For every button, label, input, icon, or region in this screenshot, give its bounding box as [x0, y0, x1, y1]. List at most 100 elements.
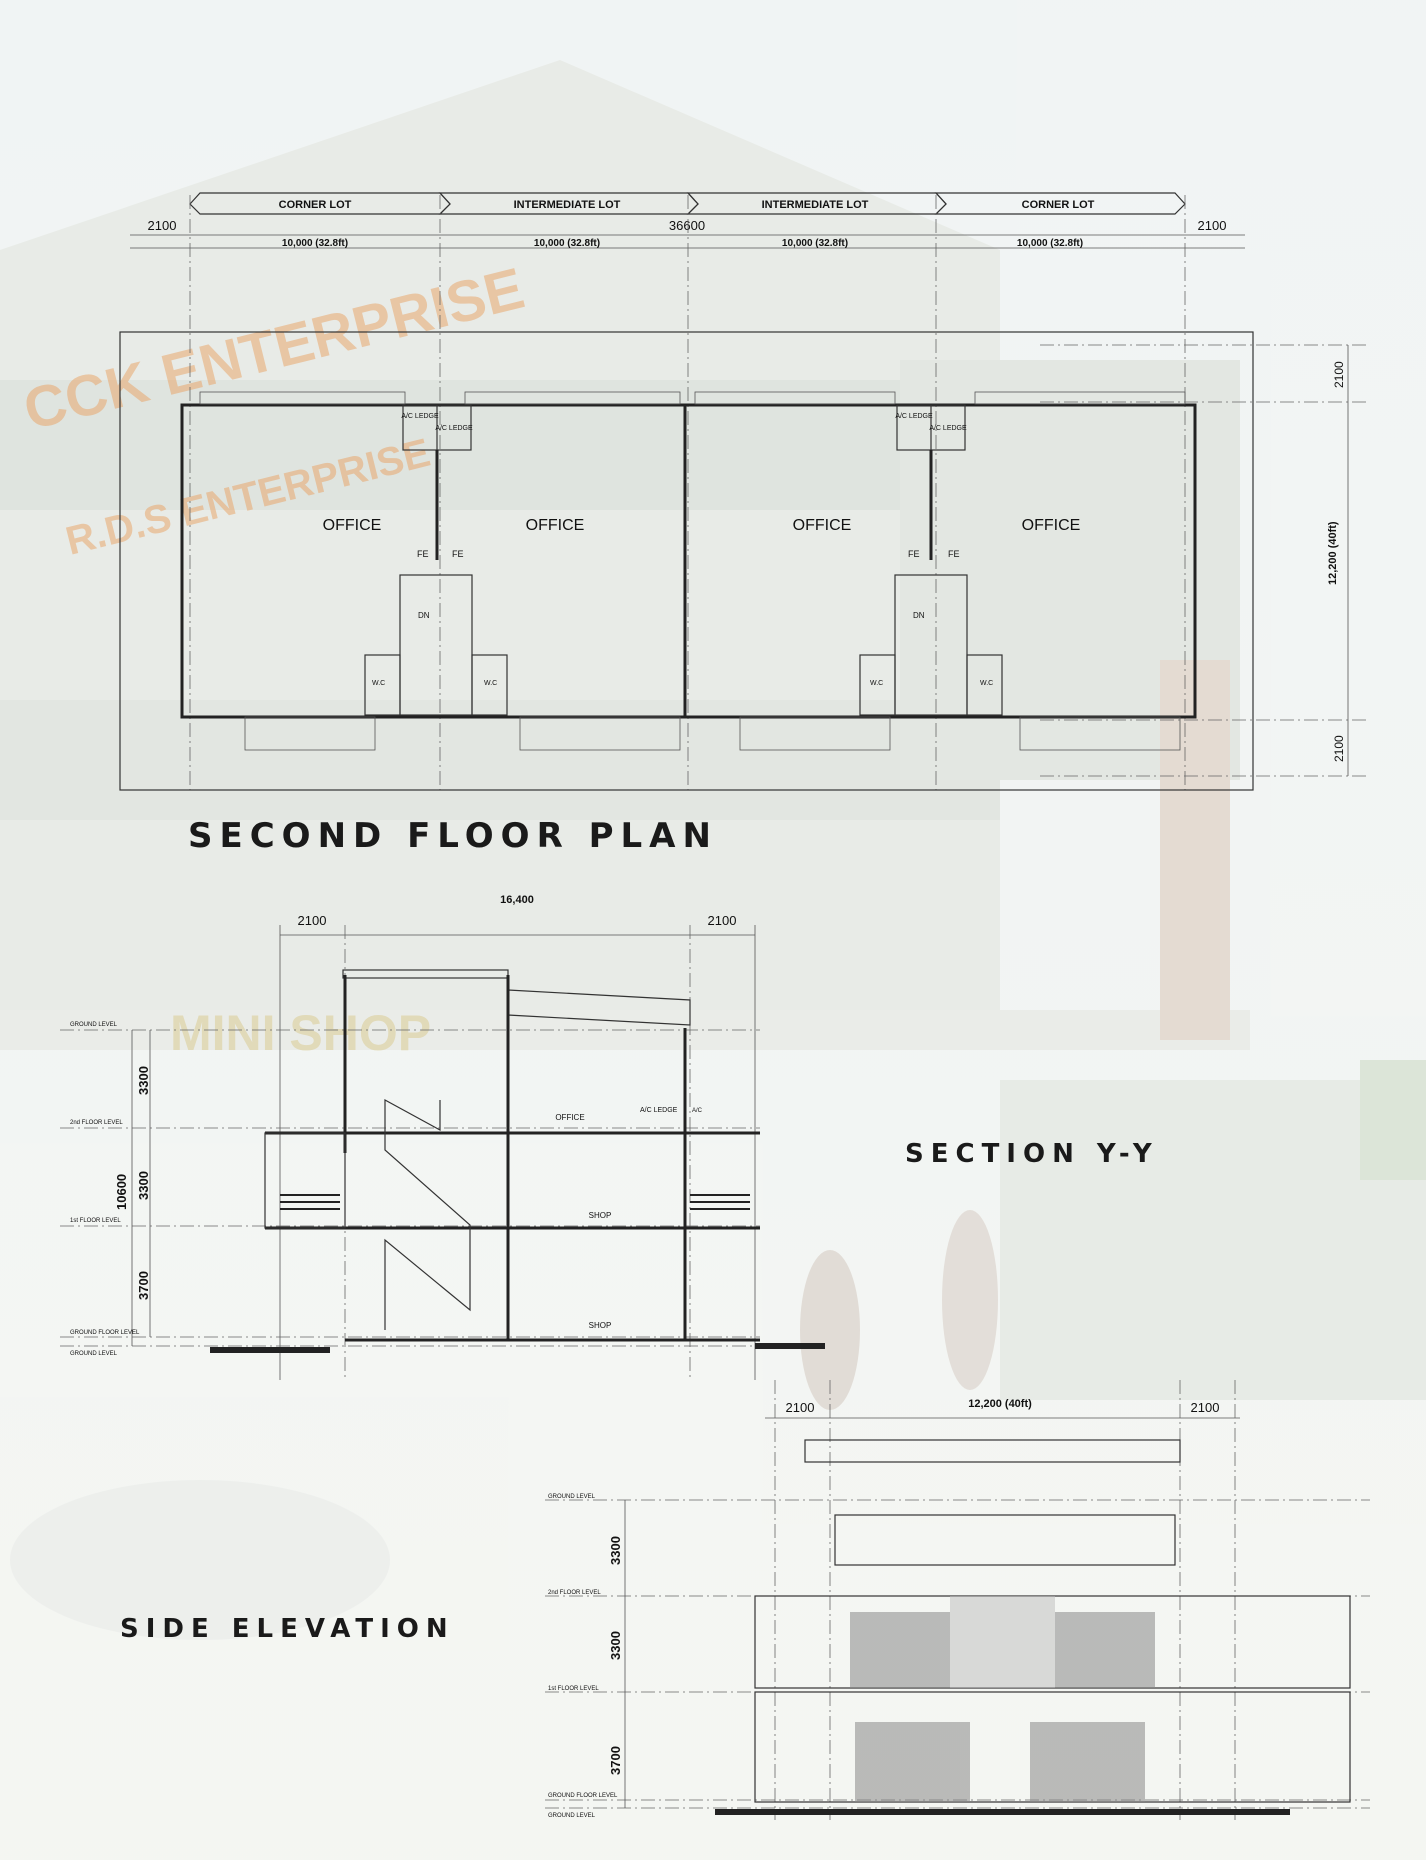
- drawing-label: 10600: [114, 1174, 129, 1210]
- drawing-label: 3700: [608, 1746, 623, 1775]
- drawing-label: OFFICE: [555, 1113, 584, 1122]
- drawing-label: GROUND LEVEL: [548, 1494, 596, 1500]
- drawing-label: A/C LEDGE: [435, 425, 473, 432]
- drawing-label: A/C LEDGE: [401, 413, 439, 420]
- drawing-label: 10,000 (32.8ft): [1017, 238, 1083, 249]
- drawing-label: 2100: [1191, 1400, 1220, 1415]
- drawing-line: [0, 380, 1000, 510]
- drawing-line: [694, 391, 896, 405]
- drawing-line: [950, 1596, 1055, 1688]
- drawing-label: 12,200 (40ft): [968, 1398, 1032, 1410]
- drawing-line: [800, 1250, 860, 1410]
- drawing-line: [894, 574, 968, 716]
- drawing-label: 2100: [786, 1400, 815, 1415]
- drawing-line: [384, 1098, 471, 1330]
- core-left: [364, 404, 508, 716]
- drawing-label: W.C: [484, 680, 497, 687]
- drawing-line: [1000, 1080, 1426, 1400]
- drawing-label: GROUND LEVEL: [70, 1022, 118, 1028]
- drawing-line: [210, 1194, 825, 1353]
- drawing-line: [855, 1722, 970, 1802]
- drawing-line: [804, 1439, 1181, 1463]
- drawing-line: [859, 654, 896, 716]
- drawing-label: FE: [948, 549, 960, 559]
- drawing-line: [1160, 660, 1230, 1040]
- lot-banner: CORNER LOT INTERMEDIATE LOT INTERMEDIATE…: [189, 192, 1186, 215]
- drawing-label: 10,000 (32.8ft): [782, 238, 848, 249]
- drawing-label: 10,000 (32.8ft): [534, 238, 600, 249]
- drawing-label: 3700: [136, 1271, 151, 1300]
- drawing-label: 10,000 (32.8ft): [282, 238, 348, 249]
- drawing-line: [471, 654, 508, 716]
- drawing-label: 2100: [148, 218, 177, 233]
- drawing-label: 2nd FLOOR LEVEL: [70, 1120, 123, 1126]
- drawing-label: 16,400: [500, 894, 534, 906]
- drawing-label: OFFICE: [526, 517, 585, 534]
- section-drawing: 16,400 2100 2100 GROUND LEVEL 2nd FLOOR …: [60, 894, 1159, 1380]
- core-right: [859, 404, 1003, 716]
- drawing-label: SHOP: [589, 1211, 612, 1220]
- drawing-label: GROUND LEVEL: [548, 1813, 596, 1819]
- drawing-label: INTERMEDIATE LOT: [514, 199, 621, 211]
- drawing-label: 36600: [669, 218, 705, 233]
- drawing-line: [942, 1210, 998, 1390]
- drawing-line: [1030, 1722, 1145, 1802]
- drawing-label: FE: [908, 549, 920, 559]
- drawing-label: 2100: [708, 913, 737, 928]
- drawing-label: A/C LEDGE: [895, 413, 933, 420]
- drawing-label: MINI SHOP: [170, 1005, 431, 1061]
- drawing-label: 3300: [136, 1066, 151, 1095]
- drawing-label: OFFICE: [323, 517, 382, 534]
- drawing-line: [1019, 716, 1181, 751]
- drawing-line: [399, 574, 473, 716]
- drawing-label: 12,200 (40ft): [1327, 521, 1339, 585]
- drawing-label: 2100: [1332, 735, 1346, 762]
- drawing-label: 3300: [136, 1171, 151, 1200]
- section-title: SECTION Y-Y: [905, 1139, 1159, 1169]
- drawing-line: [974, 391, 1186, 405]
- drawing-label: FE: [452, 549, 464, 559]
- drawing-line: [1360, 1060, 1426, 1180]
- drawing-label: 2100: [298, 913, 327, 928]
- drawing-label: DN: [913, 611, 925, 620]
- drawing-label: FE: [417, 549, 429, 559]
- drawing-label: GROUND LEVEL: [70, 1351, 118, 1357]
- side-elevation: 2100 12,200 (40ft) 2100 GROUND LEVEL 2nd…: [120, 1380, 1370, 1820]
- drawing-label: 3300: [608, 1536, 623, 1565]
- drawing-line: [199, 391, 406, 405]
- drawing-label: 1st FLOOR LEVEL: [548, 1686, 599, 1692]
- drawing-line: [10, 1480, 390, 1640]
- drawing-label: W.C: [980, 680, 993, 687]
- drawing-line: [934, 192, 1186, 215]
- drawing-label: GROUND FLOOR LEVEL: [70, 1330, 140, 1336]
- drawing-line: [966, 654, 1003, 716]
- drawing-label: 2100: [1198, 218, 1227, 233]
- drawing-line: [264, 1132, 346, 1229]
- drawing-line: [244, 716, 376, 751]
- floor-plan-title: SECOND FLOOR PLAN: [188, 816, 718, 856]
- drawing-label: A/C LEDGE: [640, 1107, 678, 1114]
- drawing-label: SHOP: [589, 1321, 612, 1330]
- drawing-line: [342, 969, 509, 979]
- drawing-label: INTERMEDIATE LOT: [762, 199, 869, 211]
- drawing-label: W.C: [372, 680, 385, 687]
- floor-plan: CORNER LOT INTERMEDIATE LOT INTERMEDIATE…: [119, 192, 1370, 856]
- drawing-line: [850, 1612, 950, 1688]
- drawing-label: OFFICE: [793, 517, 852, 534]
- drawing-label: CORNER LOT: [279, 199, 352, 211]
- drawing-line: [364, 654, 401, 716]
- drawing-label: DN: [418, 611, 430, 620]
- drawing-label: 1st FLOOR LEVEL: [70, 1218, 121, 1224]
- drawing-label: CORNER LOT: [1022, 199, 1095, 211]
- drawing-line: [739, 716, 891, 751]
- drawing-line: [119, 331, 1254, 791]
- drawing-label: A/C LEDGE: [929, 425, 967, 432]
- drawing-line: [0, 700, 1000, 820]
- elevation-title: SIDE ELEVATION: [120, 1614, 455, 1644]
- drawing-label: A/C: [692, 1108, 703, 1114]
- drawing-line: [519, 716, 681, 751]
- drawing-line: [180, 403, 1197, 719]
